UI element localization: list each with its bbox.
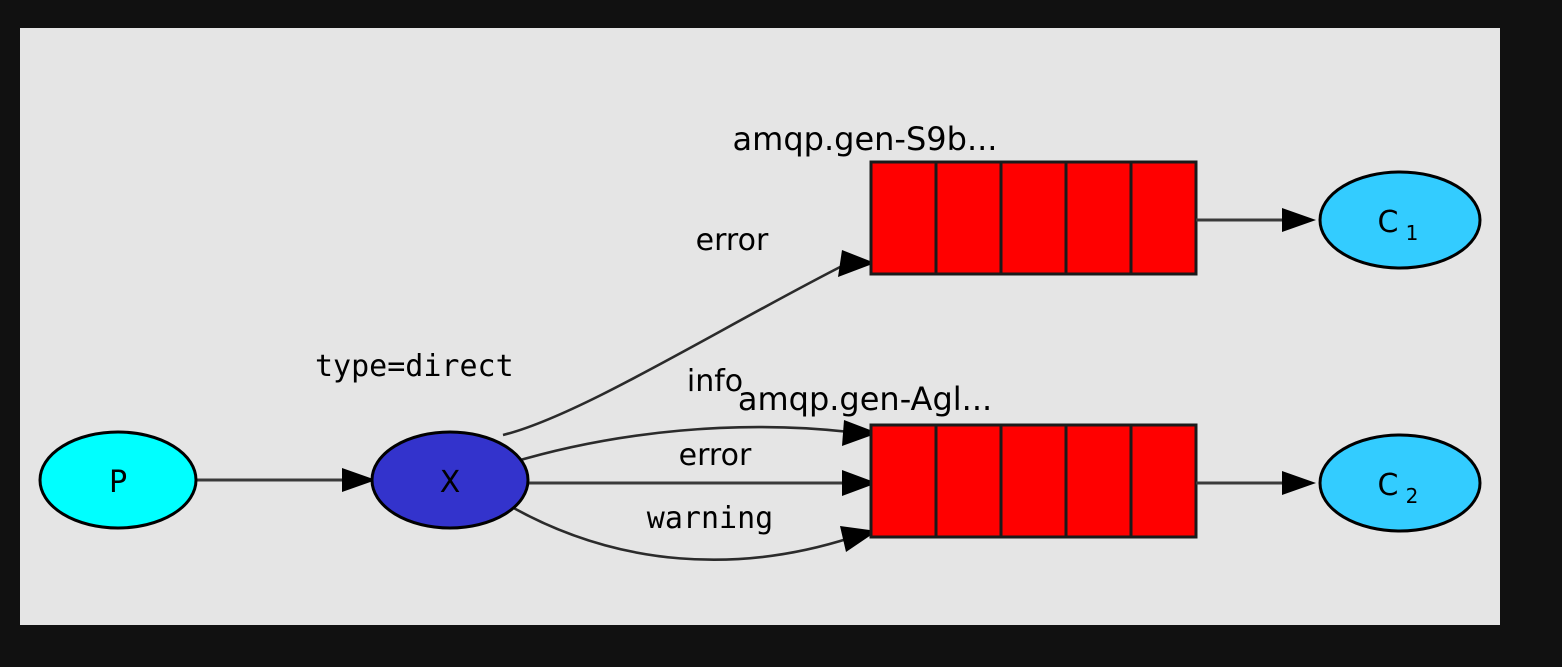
- edge-label-error-bottom: error: [679, 438, 752, 473]
- exchange-type-label: type=direct: [315, 349, 514, 384]
- edge-label-warning: warning: [647, 501, 773, 536]
- edge-exchange-to-queue-top-error: error: [502, 223, 875, 437]
- edge-exchange-to-queue-bottom-error: error: [515, 438, 877, 496]
- node-exchange[interactable]: X: [370, 430, 530, 530]
- queue-bottom-cell-3: [999, 423, 1068, 539]
- node-consumer-1[interactable]: C 1: [1318, 170, 1482, 270]
- arrowhead-x-qtop: [838, 250, 875, 277]
- arrowhead-qtop-c1: [1282, 208, 1316, 232]
- queue-top-cell-1: [869, 160, 938, 276]
- queue-bottom-cell-4: [1064, 423, 1133, 539]
- edge-exchange-to-queue-bottom-info: info: [509, 364, 878, 465]
- consumer-1-ellipse: [1318, 170, 1482, 270]
- consumer-2-ellipse: [1318, 433, 1482, 533]
- arrowhead-x-qbot-warning: [840, 526, 877, 552]
- edge-line-x-qbot-warning: [509, 504, 851, 562]
- edge-exchange-to-queue-bottom-warning: warning: [509, 501, 877, 562]
- edge-queue-top-to-consumer-1: [1196, 208, 1316, 232]
- queue-bottom-cell-5: [1129, 423, 1198, 539]
- producer-ellipse: [38, 430, 198, 530]
- queue-title-bottom: amqp.gen-Agl...: [738, 380, 992, 418]
- queue-top-cell-5: [1129, 160, 1198, 276]
- edge-line-x-qbot-info: [509, 425, 851, 465]
- edge-queue-bottom-to-consumer-2: [1196, 471, 1316, 495]
- arrowhead-x-qbot-error: [842, 470, 877, 496]
- queue-bottom-cell-1: [869, 423, 938, 539]
- edge-producer-to-exchange: [195, 468, 376, 492]
- edge-line-x-qtop: [502, 262, 847, 437]
- consumer-2-subscript: 2: [1406, 484, 1419, 508]
- queue-bottom[interactable]: [869, 423, 1198, 539]
- exchange-label: X: [440, 465, 461, 500]
- edge-label-info: info: [687, 364, 743, 399]
- producer-label: P: [109, 465, 127, 500]
- arrowhead-qbot-c2: [1282, 471, 1316, 495]
- queue-title-top: amqp.gen-S9b...: [733, 120, 998, 158]
- queue-top-cell-4: [1064, 160, 1133, 276]
- queue-bottom-cell-2: [934, 423, 1003, 539]
- diagram-canvas: amqp.gen-S9b... amqp.gen-Agl... type=dir…: [20, 28, 1500, 625]
- edge-label-error-top: error: [696, 223, 769, 258]
- arrowhead-p-x: [342, 468, 376, 492]
- queue-top[interactable]: [869, 160, 1198, 276]
- node-producer[interactable]: P: [38, 430, 198, 530]
- consumer-1-subscript: 1: [1406, 221, 1419, 245]
- exchange-ellipse: [370, 430, 530, 530]
- arrowhead-x-qbot-info: [842, 420, 878, 446]
- consumer-1-label: C: [1378, 205, 1399, 240]
- consumer-2-label: C: [1378, 468, 1399, 503]
- node-consumer-2[interactable]: C 2: [1318, 433, 1482, 533]
- queue-top-cell-2: [934, 160, 1003, 276]
- queue-top-cell-3: [999, 160, 1068, 276]
- amqp-direct-exchange-diagram: amqp.gen-S9b... amqp.gen-Agl... type=dir…: [38, 120, 1482, 562]
